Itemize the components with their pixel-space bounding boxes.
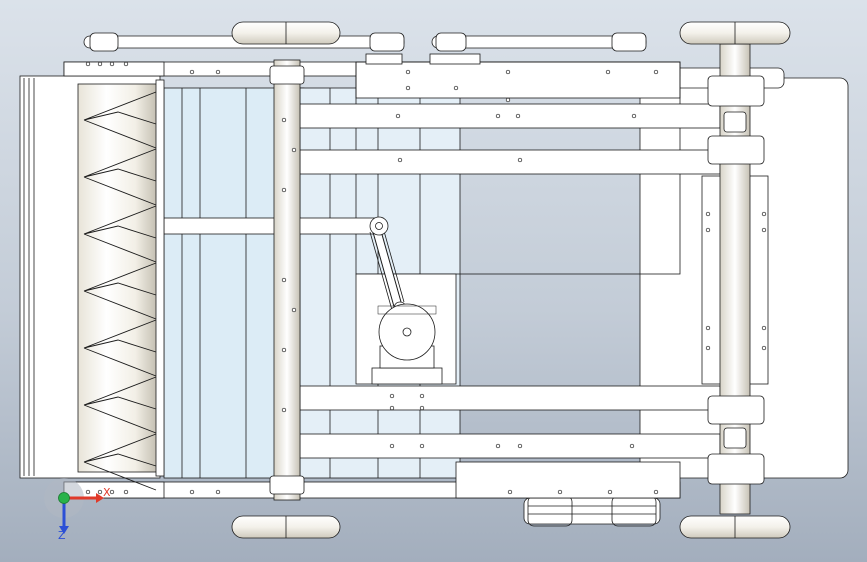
bolt-hole — [631, 113, 637, 119]
bolt-hole — [85, 61, 91, 67]
bolt-hole — [705, 345, 711, 351]
bolt-hole — [557, 489, 563, 495]
bolt-hole — [607, 489, 613, 495]
bolt-hole — [705, 211, 711, 217]
bolt-hole — [405, 69, 411, 75]
bottom-mount-plate — [455, 461, 681, 499]
bolt-hole — [389, 443, 395, 449]
bolt-holes — [85, 61, 767, 495]
bolt-hole — [505, 69, 511, 75]
top-belt-drive-right — [431, 32, 647, 52]
auger-flight — [83, 91, 157, 149]
auger-flight — [83, 319, 157, 377]
x-axis-label: X — [103, 486, 111, 499]
z-axis-label: Z — [58, 529, 66, 542]
bolt-hole — [395, 113, 401, 119]
drive-motor — [371, 303, 443, 385]
bolt-hole — [109, 61, 115, 67]
bolt-hole — [761, 227, 767, 233]
bolt-hole — [281, 117, 287, 123]
bolt-hole — [453, 85, 459, 91]
bolt-hole — [653, 489, 659, 495]
bolt-hole — [629, 443, 635, 449]
bolt-hole — [215, 489, 221, 495]
bolt-hole — [515, 113, 521, 119]
bolt-hole — [281, 187, 287, 193]
auger-flight — [83, 205, 157, 263]
bolt-hole — [495, 113, 501, 119]
cross-beam-2 — [299, 149, 721, 175]
bolt-hole — [123, 61, 129, 67]
bolt-hole — [419, 393, 425, 399]
bolt-hole — [517, 157, 523, 163]
bolt-hole — [507, 489, 513, 495]
front-axle — [273, 59, 301, 501]
bolt-hole — [495, 443, 501, 449]
cross-beam-4 — [299, 433, 721, 459]
auger-flight — [83, 262, 157, 320]
cross-beam-3 — [299, 385, 721, 411]
bolt-hole — [281, 347, 287, 353]
bolt-hole — [517, 443, 523, 449]
cross-beam-crank — [163, 217, 377, 235]
axis-triad — [44, 478, 104, 534]
bolt-hole — [389, 405, 395, 411]
bolt-hole — [109, 489, 115, 495]
bolt-hole — [281, 277, 287, 283]
bolt-hole — [761, 325, 767, 331]
bolt-hole — [419, 443, 425, 449]
bolt-hole — [397, 157, 403, 163]
auger-flight — [83, 433, 157, 491]
bolt-hole — [97, 61, 103, 67]
bolt-hole — [291, 147, 297, 153]
bolt-hole — [189, 489, 195, 495]
bolt-hole — [653, 69, 659, 75]
bolt-hole — [291, 307, 297, 313]
auger-roller — [77, 79, 165, 491]
bolt-hole — [605, 69, 611, 75]
top-mount-plate — [355, 61, 681, 99]
auger-flight — [83, 376, 157, 434]
bolt-hole — [97, 489, 103, 495]
bolt-hole — [419, 405, 425, 411]
bolt-hole — [189, 69, 195, 75]
bolt-hole — [705, 325, 711, 331]
bolt-hole — [705, 227, 711, 233]
bolt-hole — [761, 211, 767, 217]
bolt-hole — [761, 345, 767, 351]
bottom-belt-drive — [523, 495, 661, 527]
bolt-hole — [505, 97, 511, 103]
bolt-hole — [85, 489, 91, 495]
cross-beam-1 — [299, 103, 721, 129]
bolt-hole — [281, 407, 287, 413]
bolt-hole — [215, 69, 221, 75]
auger-flight — [83, 148, 157, 206]
bolt-hole — [405, 85, 411, 91]
bolt-hole — [123, 489, 129, 495]
bolt-hole — [389, 393, 395, 399]
